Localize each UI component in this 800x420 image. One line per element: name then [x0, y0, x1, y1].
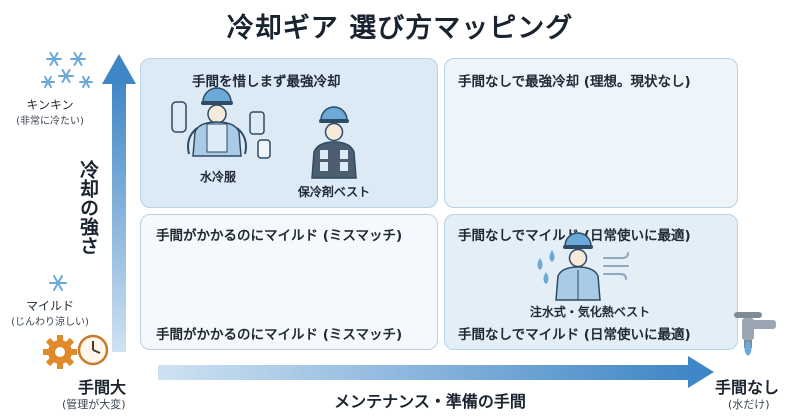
x-left-sub: (管理が大変) [62, 398, 126, 411]
cooling-unit-icon [171, 101, 271, 159]
worker-icon [311, 106, 357, 179]
y-top-label: キンキン [26, 98, 74, 112]
quadrant-top-right [444, 58, 738, 208]
item-water-cooled-suit: 水冷服 [199, 170, 236, 184]
item-evaporative-vest: 注水式・気化熱ベスト [529, 305, 651, 319]
x-right-sub: (水だけ) [728, 398, 770, 411]
quadrant-top-left-title: 手間を惜しまず最強冷却 [192, 74, 341, 90]
snowflake-icon [49, 275, 67, 291]
page-title: 冷却ギア 選び方マッピング [226, 13, 574, 44]
x-right-label: 手間なし [715, 378, 780, 397]
x-axis-label: メンテナンス・準備の手間 [334, 392, 526, 411]
quadrant-bottom-left [140, 214, 438, 350]
y-axis-label: 冷却の強さ [77, 160, 99, 255]
quadrant-bottom-left-title: 手間がかかるのにマイルド (ミスマッチ) [156, 228, 403, 244]
worker-icon [187, 87, 247, 157]
gear-icon [43, 335, 77, 369]
water-drop-icon [537, 250, 555, 284]
water-drop-icon [744, 340, 752, 356]
x-axis-arrow [158, 356, 714, 388]
item-ice-pack-vest: 保冷剤ベスト [297, 185, 371, 199]
y-mid-label: マイルド [25, 299, 74, 313]
quadrant-bottom-right-footer: 手間なしでマイルド (日常使いに最適) [458, 327, 691, 343]
quadrant-top-right-title: 手間なしで最強冷却 (理想。現状なし) [458, 74, 691, 90]
snowflake-icon [41, 52, 93, 88]
y-axis-arrow [102, 54, 136, 352]
faucet-icon [734, 312, 776, 348]
y-top-sub: (非常に冷たい) [16, 116, 84, 127]
x-left-label: 手間大 [78, 378, 127, 397]
wind-icon [603, 252, 629, 280]
clock-icon [77, 334, 109, 366]
y-mid-sub: (じんわり涼しい) [11, 317, 89, 328]
worker-icon [555, 232, 601, 301]
quadrant-bottom-left-footer: 手間がかかるのにマイルド (ミスマッチ) [156, 327, 403, 343]
quadrant-top-left [140, 58, 438, 208]
